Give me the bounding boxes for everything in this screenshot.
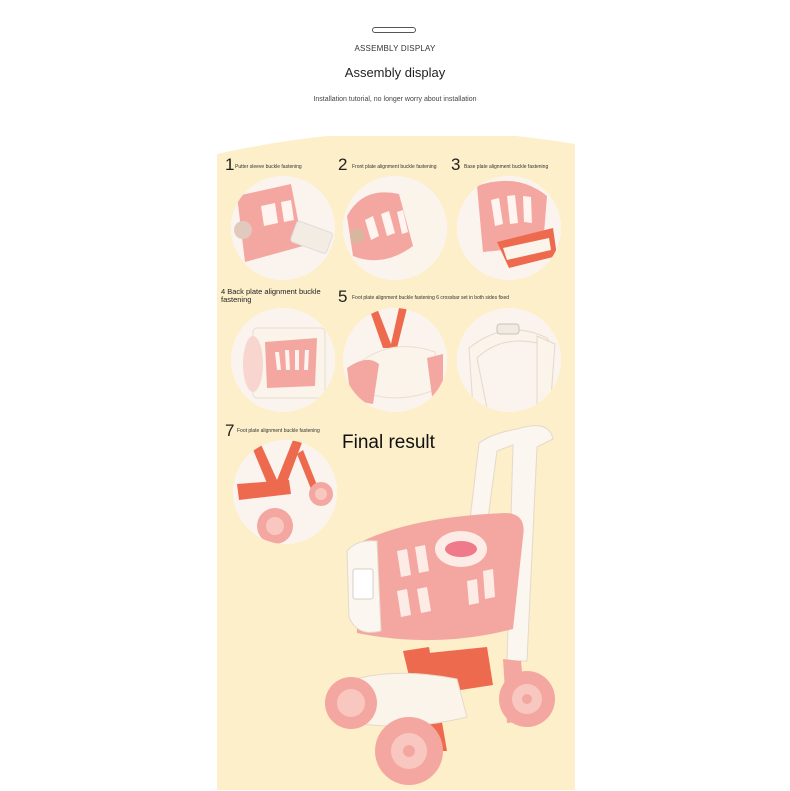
step-7-caption: Foot plate alignment buckle fastening xyxy=(237,428,320,434)
step-5-number: 5 xyxy=(338,287,348,306)
step-1-photo xyxy=(231,176,335,280)
step-4-photo xyxy=(231,308,335,412)
top-divider-pill xyxy=(372,27,416,33)
section-headline: Assembly display xyxy=(344,65,446,80)
step-5-photo xyxy=(343,308,447,412)
step-4-caption: 4 Back plate alignment buckle fastening xyxy=(221,287,321,304)
step-7-number: 7 xyxy=(225,421,235,440)
section-subheading: ASSEMBLY DISPLAY xyxy=(354,44,436,53)
step-3-caption: Base plate alignment buckle fastening xyxy=(464,164,549,170)
step-2-caption: Front plate alignment buckle fastening xyxy=(352,164,437,170)
step-1-caption: Putter sleeve buckle fastening xyxy=(235,164,302,170)
step-3-photo xyxy=(457,176,561,280)
step-1-number: 1 xyxy=(225,155,235,174)
step-7-photo xyxy=(233,440,337,544)
final-result-label: Final result xyxy=(342,432,435,453)
assembled-cart-illustration xyxy=(325,425,555,785)
step-6-photo xyxy=(457,308,561,412)
step-2-number: 2 xyxy=(338,155,348,174)
section-tagline: Installation tutorial, no longer worry a… xyxy=(313,96,477,103)
step-3-number: 3 xyxy=(451,155,461,174)
step-5-caption: Foot plate alignment buckle fastening 6 … xyxy=(352,295,510,301)
step-2-photo xyxy=(343,176,447,280)
assembly-panel: 1 Putter sleeve buckle fastening 2 Front… xyxy=(217,136,575,790)
